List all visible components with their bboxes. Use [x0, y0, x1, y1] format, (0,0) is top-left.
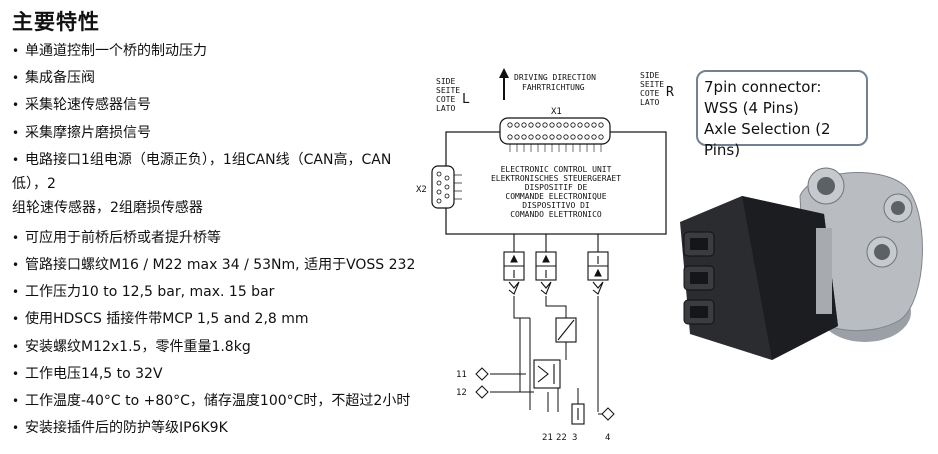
- feature-text: 安装螺纹M12x1.5，零件重量1.8kg: [25, 338, 251, 355]
- bullet-icon: •: [12, 152, 20, 167]
- feature-text: 电路接口1组电源（电源正负），1组CAN线（CAN高，CAN: [25, 151, 392, 168]
- ecu-label: DISPOSITIVO DI: [522, 201, 590, 210]
- side-left-letter: L: [462, 92, 470, 107]
- ecu-label: ELEKTRONISCHES STEUERGERAET: [491, 174, 621, 183]
- feature-list: • 单通道控制一个桥的制动压力 • 集成备压阀 • 采集轮速传感器信号 • 采集摩擦片磨…: [12, 42, 424, 446]
- feature-text: 采集摩擦片磨损信号: [25, 124, 151, 141]
- side-right-label: LATO: [640, 98, 659, 107]
- direction-arrow-icon: [499, 68, 509, 100]
- ecu-label: COMANDO ELETTRONICO: [510, 210, 602, 219]
- list-item: • 采集轮速传感器信号: [12, 96, 424, 123]
- port-label-21: 21: [542, 433, 553, 443]
- port-label-22: 22: [556, 433, 567, 443]
- bullet-icon: •: [12, 257, 20, 272]
- connector-x1-label: X1: [551, 107, 562, 117]
- bullet-icon: •: [12, 285, 20, 300]
- list-item: • 电路接口1组电源（电源正负），1组CAN线（CAN高，CAN: [12, 151, 424, 175]
- feature-text: 工作电压14,5 to 32V: [25, 365, 163, 382]
- feature-text: 工作压力10 to 12,5 bar, max. 15 bar: [25, 284, 275, 301]
- side-right-letter: R: [666, 85, 674, 100]
- list-item: • 使用HDSCS 插接件带MCP 1,5 and 2,8 mm: [12, 310, 424, 337]
- side-right-label: SEITE: [640, 80, 664, 89]
- side-left-label: COTE: [436, 95, 455, 104]
- bullet-icon: •: [12, 230, 20, 245]
- port-label-3: 3: [572, 433, 577, 443]
- side-left-label: SEITE: [436, 86, 460, 95]
- relay-valve-icon: [533, 317, 577, 389]
- bullet-icon: •: [12, 421, 20, 436]
- feature-text: 组轮速传感器，2组磨损传感器: [12, 199, 203, 216]
- port-label-12: 12: [456, 388, 467, 398]
- side-right-label: SIDE: [640, 71, 659, 80]
- ecu-label: COMMANDE ELECTRONIQUE: [505, 192, 606, 201]
- pressure-sensor-icon: [571, 403, 585, 425]
- feature-text: 使用HDSCS 插接件带MCP 1,5 and 2,8 mm: [25, 311, 309, 328]
- bullet-icon: •: [12, 393, 20, 408]
- feature-text: 可应用于前桥后桥或者提升桥等: [25, 229, 221, 246]
- list-item: • 可应用于前桥后桥或者提升桥等: [12, 229, 424, 256]
- callout-line: Axle Selection (2 Pins): [704, 120, 831, 159]
- list-item-continuation: 组轮速传感器，2组磨损传感器: [12, 199, 424, 229]
- callout-line: WSS (4 Pins): [704, 99, 799, 117]
- bullet-icon: •: [12, 71, 20, 86]
- direction-label: FAHRTRICHTUNG: [522, 83, 585, 92]
- connector-x2-label: X2: [416, 185, 427, 195]
- list-item: • 工作电压14,5 to 32V: [12, 365, 424, 392]
- bullet-icon: •: [12, 312, 20, 327]
- ecu-label: ELECTRONIC CONTROL UNIT: [501, 165, 612, 174]
- list-item: • 工作压力10 to 12,5 bar, max. 15 bar: [12, 283, 424, 310]
- list-item: • 安装螺纹M12x1.5，零件重量1.8kg: [12, 338, 424, 365]
- port-symbol-icon: [475, 367, 615, 421]
- bullet-icon: •: [12, 366, 20, 381]
- solenoid-valve-icon: [503, 234, 609, 295]
- callout-line: 7pin connector:: [704, 78, 822, 96]
- feature-text: 单通道控制一个桥的制动压力: [25, 43, 207, 59]
- direction-label: DRIVING DIRECTION: [514, 73, 596, 82]
- feature-text: 低），2: [12, 175, 56, 192]
- port-label-4: 4: [605, 433, 610, 443]
- modulator-product-image: [680, 167, 923, 360]
- list-item-continuation: 低），2: [12, 175, 424, 199]
- bullet-icon: •: [12, 44, 20, 58]
- connector-x2-icon: [431, 165, 462, 209]
- list-item: • 集成备压阀: [12, 69, 424, 96]
- feature-text: 安装接插件后的防护等级IP6K9K: [25, 420, 228, 437]
- feature-text: 工作温度-40°C to +80°C，储存温度100°C时，不超过2小时: [25, 392, 411, 409]
- bullet-icon: •: [12, 125, 20, 140]
- port-label-11: 11: [456, 370, 467, 380]
- side-left-label: LATO: [436, 104, 455, 113]
- ecu-label: DISPOSITIF DE: [525, 183, 588, 192]
- feature-text: 管路接口螺纹M16 / M22 max 34 / 53Nm, 适用于VOSS 2…: [25, 256, 416, 273]
- connector-x1-icon: [499, 117, 611, 152]
- list-item: • 工作温度-40°C to +80°C，储存温度100°C时，不超过2小时: [12, 392, 424, 419]
- list-item: • 采集摩擦片磨损信号: [12, 124, 424, 151]
- pneumatic-lines: [490, 296, 599, 412]
- connector-callout: 7pin connector: WSS (4 Pins) Axle Select…: [696, 70, 868, 159]
- list-item: • 安装接插件后的防护等级IP6K9K: [12, 419, 424, 446]
- bullet-icon: •: [12, 339, 20, 354]
- feature-text: 集成备压阀: [25, 70, 95, 87]
- feature-text: 采集轮速传感器信号: [25, 97, 151, 114]
- side-right-label: COTE: [640, 89, 659, 98]
- side-left-label: SIDE: [436, 77, 455, 86]
- list-item: • 单通道控制一个桥的制动压力: [12, 42, 424, 69]
- page-title: 主要特性: [12, 10, 100, 34]
- bullet-icon: •: [12, 98, 20, 113]
- list-item: • 管路接口螺纹M16 / M22 max 34 / 53Nm, 适用于VOSS …: [12, 256, 424, 283]
